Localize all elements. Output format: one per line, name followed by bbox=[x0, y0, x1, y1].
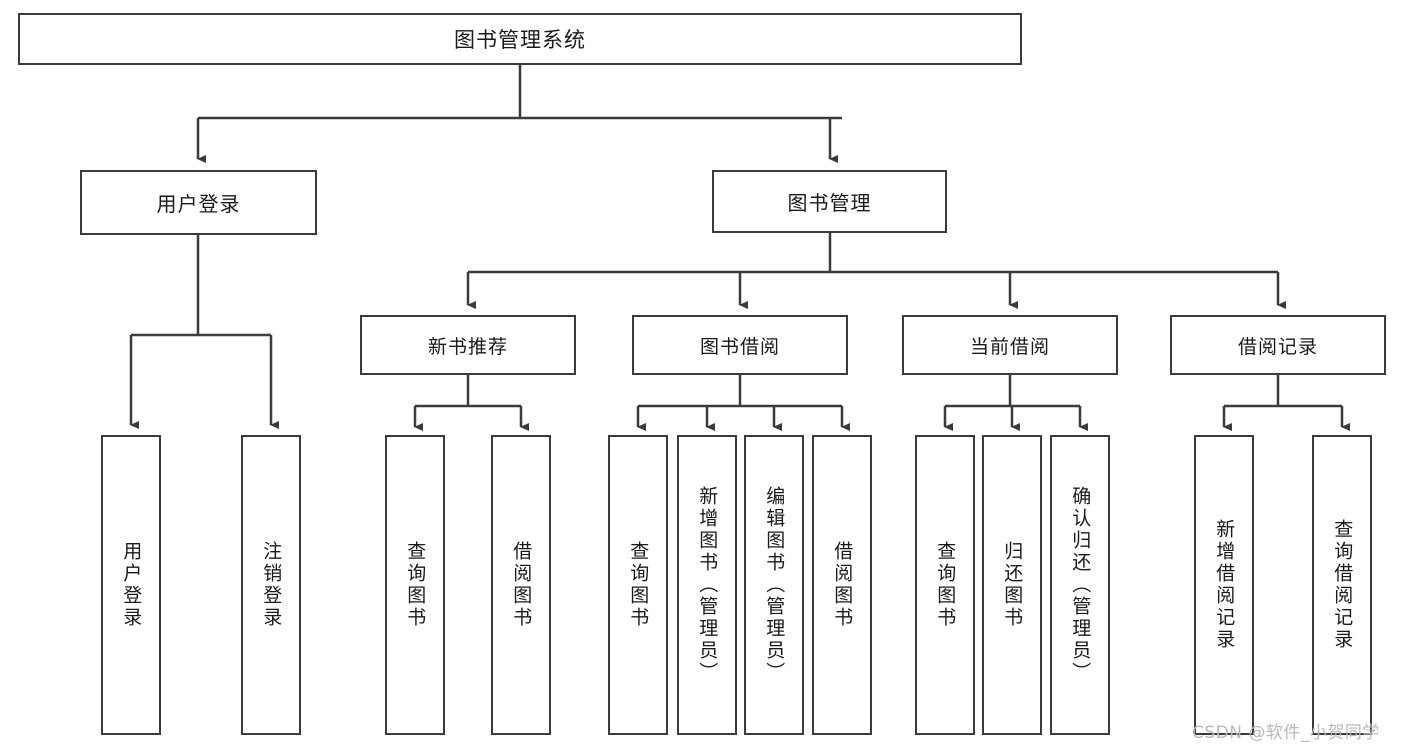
leaf-current-confirm-return-admin-label: 确认归还（管理员） bbox=[1069, 486, 1092, 684]
connector-bookborrow-to-leaves bbox=[636, 375, 850, 431]
leaf-borrow-query-book[interactable]: 查询图书 bbox=[608, 435, 668, 735]
leaf-newbook-query-book[interactable]: 查询图书 bbox=[385, 435, 445, 735]
leaf-newbook-borrow-book-label: 借阅图书 bbox=[510, 541, 533, 629]
connector-bookmgmt-to-level2 bbox=[466, 233, 1286, 309]
leaf-current-return-book-label: 归还图书 bbox=[1001, 541, 1024, 629]
node-current-borrow[interactable]: 当前借阅 bbox=[902, 315, 1118, 375]
leaf-borrow-borrow-book-label: 借阅图书 bbox=[831, 541, 854, 629]
leaf-current-query-book[interactable]: 查询图书 bbox=[915, 435, 975, 735]
leaf-record-query-borrow-record-label: 查询借阅记录 bbox=[1331, 519, 1354, 651]
leaf-user-login[interactable]: 用户登录 bbox=[101, 435, 161, 735]
connector-root-to-level1 bbox=[196, 65, 842, 163]
connector-currentborrow-to-leaves bbox=[943, 375, 1088, 431]
leaf-newbook-query-book-label: 查询图书 bbox=[404, 541, 427, 629]
leaf-borrow-borrow-book[interactable]: 借阅图书 bbox=[812, 435, 872, 735]
node-current-borrow-label: 当前借阅 bbox=[969, 335, 1050, 358]
leaf-record-add-borrow-record[interactable]: 新增借阅记录 bbox=[1194, 435, 1254, 735]
leaf-current-return-book[interactable]: 归还图书 bbox=[982, 435, 1042, 735]
node-new-book-recommend[interactable]: 新书推荐 bbox=[360, 315, 576, 375]
connector-userlogin-to-leaves bbox=[129, 235, 279, 429]
leaf-current-confirm-return-admin[interactable]: 确认归还（管理员） bbox=[1050, 435, 1110, 735]
leaf-logout-login-label: 注销登录 bbox=[260, 541, 283, 629]
leaf-current-query-book-label: 查询图书 bbox=[934, 541, 957, 629]
node-root-label: 图书管理系统 bbox=[454, 28, 586, 52]
leaf-newbook-borrow-book[interactable]: 借阅图书 bbox=[491, 435, 551, 735]
node-borrow-record-label: 借阅记录 bbox=[1237, 335, 1318, 358]
leaf-borrow-edit-book-admin-label: 编辑图书（管理员） bbox=[763, 486, 786, 684]
node-user-login[interactable]: 用户登录 bbox=[80, 170, 317, 235]
leaf-borrow-add-book-admin-label: 新增图书（管理员） bbox=[696, 486, 719, 684]
leaf-logout-login[interactable]: 注销登录 bbox=[241, 435, 301, 735]
node-book-borrow-label: 图书借阅 bbox=[699, 335, 780, 358]
leaf-record-query-borrow-record[interactable]: 查询借阅记录 bbox=[1312, 435, 1372, 735]
leaf-borrow-edit-book-admin[interactable]: 编辑图书（管理员） bbox=[744, 435, 804, 735]
node-borrow-record[interactable]: 借阅记录 bbox=[1170, 315, 1386, 375]
leaf-borrow-query-book-label: 查询图书 bbox=[627, 541, 650, 629]
node-book-management-label: 图书管理 bbox=[787, 191, 872, 215]
leaf-record-add-borrow-record-label: 新增借阅记录 bbox=[1213, 519, 1236, 651]
connector-newbook-to-leaves bbox=[413, 375, 529, 431]
leaf-user-login-label: 用户登录 bbox=[120, 541, 143, 629]
node-root-book-management-system[interactable]: 图书管理系统 bbox=[18, 13, 1022, 65]
connector-borrowrecord-to-leaves bbox=[1222, 375, 1350, 431]
csdn-watermark: CSDN @软件_小贺同学 bbox=[1192, 723, 1380, 743]
node-user-login-label: 用户登录 bbox=[156, 192, 241, 216]
node-book-management[interactable]: 图书管理 bbox=[712, 170, 947, 233]
node-book-borrow[interactable]: 图书借阅 bbox=[632, 315, 848, 375]
node-new-book-recommend-label: 新书推荐 bbox=[427, 335, 508, 358]
leaf-borrow-add-book-admin[interactable]: 新增图书（管理员） bbox=[677, 435, 737, 735]
